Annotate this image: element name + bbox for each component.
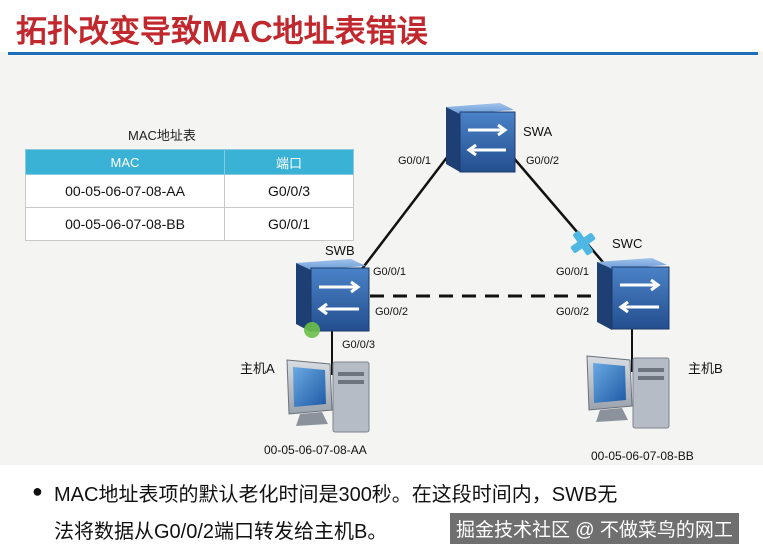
link-fault-icon xyxy=(570,230,596,256)
port-label-swa-g002: G0/0/2 xyxy=(526,155,560,167)
link-swa-swb xyxy=(351,155,449,283)
column-header-mac: MAC xyxy=(25,149,225,175)
switch-icon xyxy=(296,259,370,332)
switch-label-swb: SWB xyxy=(325,243,355,258)
switch-label-swa: SWA xyxy=(523,124,553,139)
table-cell-port: G0/0/1 xyxy=(224,207,354,241)
table-header-row: MAC 端口 xyxy=(25,149,354,175)
mac-address-table: MAC 端口 00-05-06-07-08-AA G0/0/3 00-05-06… xyxy=(25,149,354,241)
slide-title: 拓扑改变导致MAC地址表错误 xyxy=(16,14,428,49)
column-header-port: 端口 xyxy=(224,149,354,175)
host-b-mac: 00-05-06-07-08-BB xyxy=(591,449,694,463)
table-row: 00-05-06-07-08-AA G0/0/3 xyxy=(25,174,354,208)
bullet-icon: ● xyxy=(32,481,43,501)
switch-label-swc: SWC xyxy=(612,236,643,251)
table-cell-port: G0/0/3 xyxy=(224,174,354,208)
port-label-swa-g001: G0/0/1 xyxy=(398,155,432,167)
port-label-swb-g003: G0/0/3 xyxy=(342,339,376,351)
port-label-swb-g002: G0/0/2 xyxy=(375,306,409,318)
title-band xyxy=(0,0,763,52)
note-line-2: 法将数据从G0/0/2端口转发给主机B。 xyxy=(54,521,388,543)
host-a-label: 主机A xyxy=(240,361,275,376)
host-a-computer-icon xyxy=(286,359,370,433)
port-label-swb-g001: G0/0/1 xyxy=(373,266,407,278)
host-a-mac: 00-05-06-07-08-AA xyxy=(264,443,367,457)
watermark: 掘金技术社区 @ 不做菜鸟的网工 xyxy=(450,513,739,544)
title-divider xyxy=(8,52,758,55)
mac-table-caption: MAC地址表 xyxy=(128,128,196,143)
port-label-swc-g001: G0/0/1 xyxy=(556,266,590,278)
switch-icon xyxy=(446,103,516,173)
switch-icon xyxy=(597,258,670,330)
table-cell-mac: 00-05-06-07-08-BB xyxy=(25,207,225,241)
table-cell-mac: 00-05-06-07-08-AA xyxy=(25,174,225,208)
port-status-icon xyxy=(304,322,320,338)
host-b-label: 主机B xyxy=(688,361,723,376)
port-label-swc-g002: G0/0/2 xyxy=(556,306,590,318)
host-b-computer-icon xyxy=(586,355,670,429)
table-row: 00-05-06-07-08-BB G0/0/1 xyxy=(25,207,354,241)
link-swa-swc xyxy=(511,155,621,283)
note-line-1: MAC地址表项的默认老化时间是300秒。在这段时间内，SWB无 xyxy=(54,484,618,506)
